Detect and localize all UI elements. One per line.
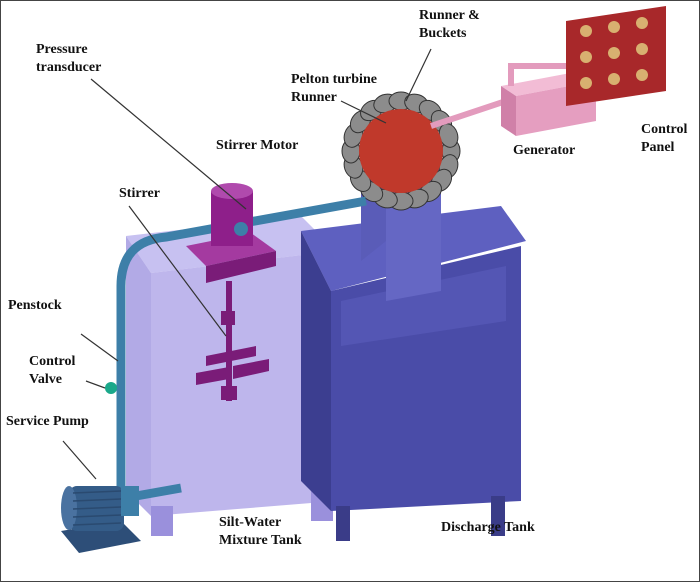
runner-disc: [359, 109, 443, 193]
panel-knob: [580, 25, 592, 37]
control-valve: [105, 382, 117, 394]
label-stirrer: Stirrer: [119, 186, 160, 201]
service-pump: [61, 486, 141, 553]
turbine-shaft: [430, 98, 507, 129]
label-stirrer-motor: Stirrer Motor: [216, 138, 299, 153]
stirrer-motor: [186, 183, 276, 283]
panel-knob: [580, 77, 592, 89]
label-generator: Generator: [513, 143, 576, 158]
penstock-pipe: [116, 196, 367, 496]
panel-knob: [580, 51, 592, 63]
panel-knob: [636, 69, 648, 81]
panel-conduit: [508, 63, 571, 86]
panel-knob: [608, 47, 620, 59]
pelton-runner: [341, 91, 461, 211]
label-runner-buckets: Runner &Buckets: [419, 8, 480, 41]
label-discharge-tank: Discharge Tank: [441, 520, 535, 535]
panel-knob: [636, 43, 648, 55]
pump-outlet-pipe: [135, 483, 182, 501]
panel-knob: [608, 21, 620, 33]
label-service-pump: Service Pump: [6, 414, 89, 429]
panel-knob: [636, 17, 648, 29]
control-panel: [566, 6, 666, 106]
silt-water-mixture-tank: [126, 216, 336, 536]
discharge-tank: [301, 206, 526, 541]
stirrer: [196, 281, 269, 401]
label-penstock: Penstock: [8, 298, 62, 313]
panel-knob: [608, 73, 620, 85]
leader-lines: [62, 48, 432, 480]
